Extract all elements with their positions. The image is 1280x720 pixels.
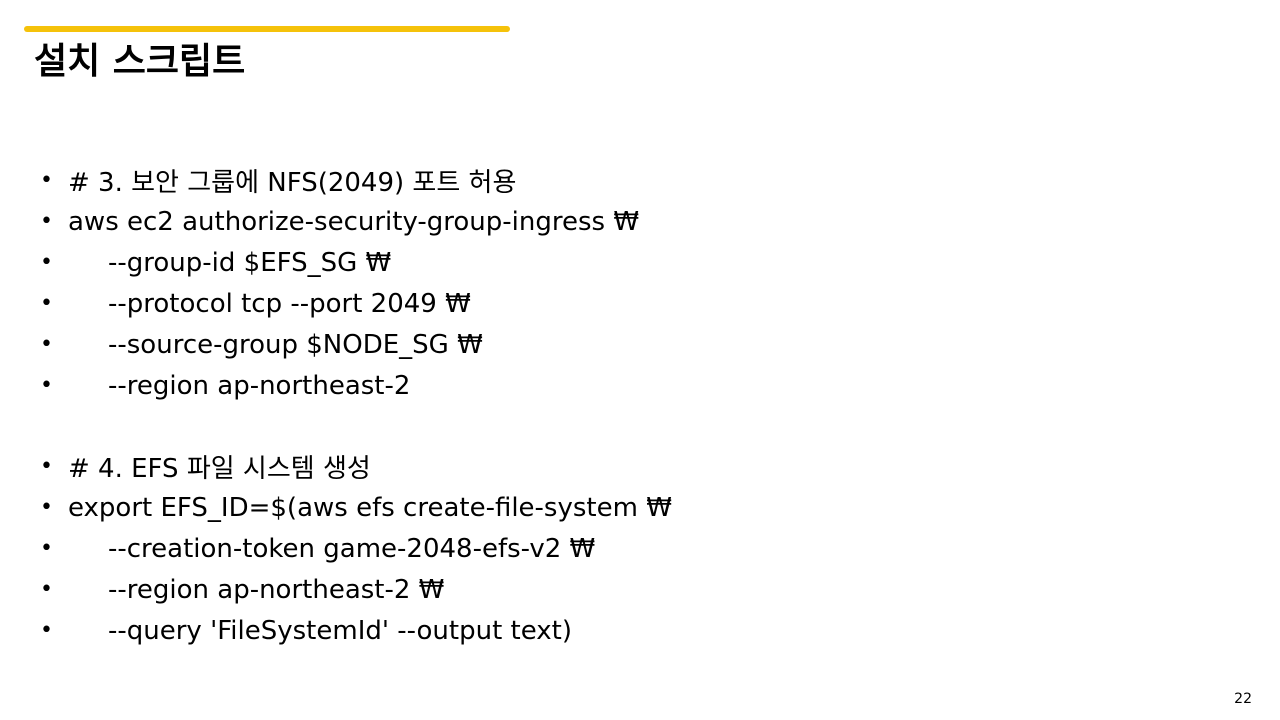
bullet-item: • --creation-token game-2048-efs-v2 ₩ — [40, 528, 1220, 569]
bullet-dot: • — [40, 454, 53, 479]
slide-title: 설치 스크립트 — [34, 41, 246, 82]
bullet-dot: • — [40, 536, 53, 561]
bullet-dot: • — [40, 373, 53, 398]
bullet-text: --query 'FileSystemId' --output text) — [108, 615, 573, 646]
bullet-dot: • — [40, 577, 53, 602]
bullet-item: • --protocol tcp --port 2049 ₩ — [40, 283, 1220, 324]
bullet-dot: • — [40, 250, 53, 275]
bullet-item: • aws ec2 authorize-security-group-ingre… — [40, 201, 1220, 242]
bullet-item: • --query 'FileSystemId' --output text) — [40, 610, 1220, 651]
bullet-item: • export EFS_ID=$(aws efs create-file-sy… — [40, 487, 1220, 528]
bullet-dot: • — [40, 168, 53, 193]
bullet-dot: • — [40, 495, 53, 520]
bullet-item: • --region ap-northeast-2 — [40, 365, 1220, 406]
bullet-item: • --region ap-northeast-2 ₩ — [40, 569, 1220, 610]
bullet-text: export EFS_ID=$(aws efs create-file-syst… — [68, 492, 672, 523]
bullet-item: • # 3. 보안 그룹에 NFS(2049) 포트 허용 — [40, 160, 1220, 201]
bullet-text: --protocol tcp --port 2049 ₩ — [108, 288, 471, 319]
bullet-item: • # 4. EFS 파일 시스템 생성 — [40, 446, 1220, 487]
title-accent-bar — [24, 26, 510, 32]
bullet-text: --region ap-northeast-2 — [108, 370, 411, 401]
bullet-dot: • — [40, 332, 53, 357]
bullet-text: # 4. EFS 파일 시스템 생성 — [68, 454, 371, 484]
bullet-text: --source-group $NODE_SG ₩ — [108, 329, 483, 360]
bullet-dot: • — [40, 209, 53, 234]
script-bullet-list: • # 3. 보안 그룹에 NFS(2049) 포트 허용 • aws ec2 … — [40, 160, 1220, 651]
bullet-text: # 3. 보안 그룹에 NFS(2049) 포트 허용 — [68, 168, 517, 198]
bullet-dot: • — [40, 291, 53, 316]
bullet-text: --group-id $EFS_SG ₩ — [108, 247, 392, 278]
bullet-item: • --source-group $NODE_SG ₩ — [40, 324, 1220, 365]
page-number: 22 — [1234, 691, 1252, 707]
bullet-text: aws ec2 authorize-security-group-ingress… — [68, 206, 640, 237]
bullet-text: --creation-token game-2048-efs-v2 ₩ — [108, 533, 596, 564]
bullet-dot: • — [40, 618, 53, 643]
bullet-text: --region ap-northeast-2 ₩ — [108, 574, 445, 605]
bullet-item: • --group-id $EFS_SG ₩ — [40, 242, 1220, 283]
